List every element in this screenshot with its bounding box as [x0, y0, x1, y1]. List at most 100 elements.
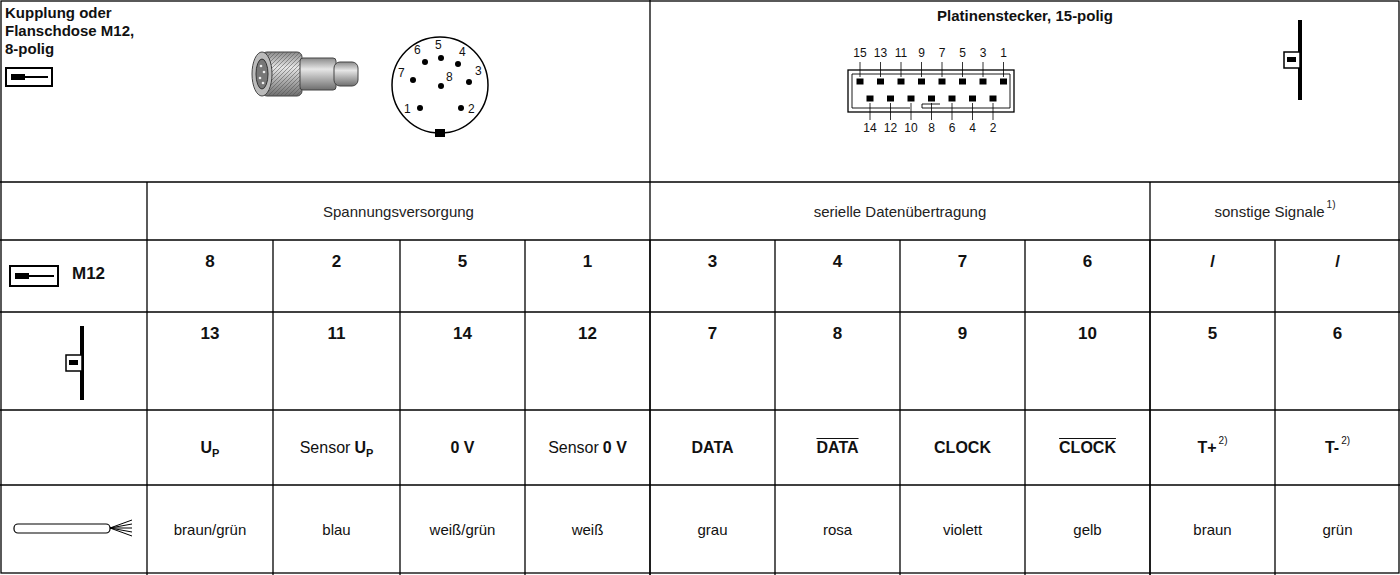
table-cell: 7 [900, 240, 1025, 312]
pin-number: / [1335, 252, 1340, 272]
signal-name: DATA [691, 439, 733, 457]
table-cell: weiß/grün [400, 485, 525, 574]
table-cell: / [1275, 240, 1400, 312]
connector-title: Platinenstecker, 15-polig [937, 7, 1113, 25]
pin-number: 8 [920, 121, 944, 135]
pin-number: 5 [951, 46, 975, 60]
pin-number: 5 [458, 252, 467, 272]
pin-number: 3 [971, 46, 995, 60]
pin-number: 6 [414, 43, 421, 57]
pin-number: 2 [468, 102, 475, 116]
pin-number: 4 [833, 252, 842, 272]
pin-number: 1 [404, 102, 411, 116]
signal-subscript: P [212, 447, 219, 459]
signal-name: 0 V [603, 439, 627, 457]
pin-number: 9 [910, 46, 934, 60]
footnote-mark: 2) [1219, 435, 1228, 446]
table-cell: 0 V [400, 410, 525, 485]
footnote-mark: 1) [1327, 199, 1336, 210]
wire-color: braun [1193, 521, 1231, 538]
pin-number: 5 [435, 38, 442, 52]
table-cell: SensorUP [273, 410, 400, 485]
m12-icon [6, 68, 52, 86]
table-cell: grau [650, 485, 775, 574]
table-cell: braun [1150, 485, 1275, 574]
signal-subscript: P [366, 447, 373, 459]
table-cell: CLOCK [1025, 410, 1150, 485]
table-cell: blau [273, 485, 400, 574]
wire-color: gelb [1073, 521, 1101, 538]
wire-color: weiß [572, 521, 604, 538]
pin-number: 9 [958, 324, 967, 344]
table-cell: 7 [650, 312, 775, 410]
pin-number: 6 [940, 121, 964, 135]
table-cell: 13 [147, 312, 273, 410]
pin-number: 13 [201, 324, 220, 344]
pin-number: 8 [446, 70, 453, 84]
signal-name: Sensor [300, 439, 351, 457]
signal-name: U [354, 439, 366, 457]
table-cell: grün [1275, 485, 1400, 574]
pcb-row-icon [66, 326, 82, 400]
group-heading: serielle Datenübertragung [814, 203, 987, 220]
table-cell: 14 [400, 312, 525, 410]
table-cell: 11 [273, 312, 400, 410]
signal-name: 0 V [450, 439, 474, 457]
table-cell: rosa [775, 485, 900, 574]
wire-color: braun/grün [174, 521, 247, 538]
group-cell: serielle Datenübertragung [650, 182, 1150, 240]
table-cell: DATA [775, 410, 900, 485]
row-heading: M12 [72, 264, 105, 284]
table-cell: gelb [1025, 485, 1150, 574]
pin-number: 11 [328, 324, 346, 344]
pin-number: 4 [961, 121, 985, 135]
pin-number: 7 [708, 324, 717, 344]
table-cell: T-2) [1275, 410, 1400, 485]
pin-number: 12 [578, 324, 597, 344]
table-cell: 6 [1275, 312, 1400, 410]
wire-color: rosa [823, 521, 852, 538]
pin-number: 14 [453, 324, 472, 344]
table-cell: 6 [1025, 240, 1150, 312]
pin-number: 6 [1333, 324, 1342, 344]
table-cell: CLOCK [900, 410, 1025, 485]
header-cell: Platinenstecker, 15-polig [650, 4, 1400, 28]
pin-number: 14 [858, 121, 882, 135]
table-cell: 4 [775, 240, 900, 312]
pin-number: 10 [1078, 324, 1097, 344]
pin-number: 7 [958, 252, 967, 272]
table-cell: weiß [525, 485, 650, 574]
wire-color: weiß/grün [430, 521, 496, 538]
pin-number: 5 [1208, 324, 1217, 344]
signal-name: Sensor [548, 439, 599, 457]
table-cell: violett [900, 485, 1025, 574]
pin-number: 12 [879, 121, 903, 135]
pin-number: 1 [583, 252, 592, 272]
pin-number: 13 [869, 46, 893, 60]
wire-color: blau [322, 521, 350, 538]
m12-row-icon [10, 266, 58, 286]
table-cell: UP [147, 410, 273, 485]
cable-icon [14, 520, 132, 536]
signal-name: CLOCK [934, 439, 991, 457]
table-cell: braun/grün [147, 485, 273, 574]
table-cell: 5 [1150, 312, 1275, 410]
pcb-connector [848, 62, 1014, 120]
table-cell: 9 [900, 312, 1025, 410]
signal-name: CLOCK [1059, 439, 1116, 457]
wire-color: grau [697, 521, 727, 538]
pin-number: 15 [848, 46, 872, 60]
connector-photo [252, 52, 358, 96]
pin-number: 1 [992, 46, 1016, 60]
signal-name: U [201, 439, 213, 457]
footnote-mark: 2) [1341, 435, 1350, 446]
table-cell: / [1150, 240, 1275, 312]
wire-color: grün [1322, 521, 1352, 538]
group-cell: sonstige Signale1) [1150, 182, 1400, 240]
pin-number: 10 [899, 121, 923, 135]
pin-number: 2 [981, 121, 1005, 135]
table-cell: 2 [273, 240, 400, 312]
signal-name: DATA [816, 439, 858, 457]
